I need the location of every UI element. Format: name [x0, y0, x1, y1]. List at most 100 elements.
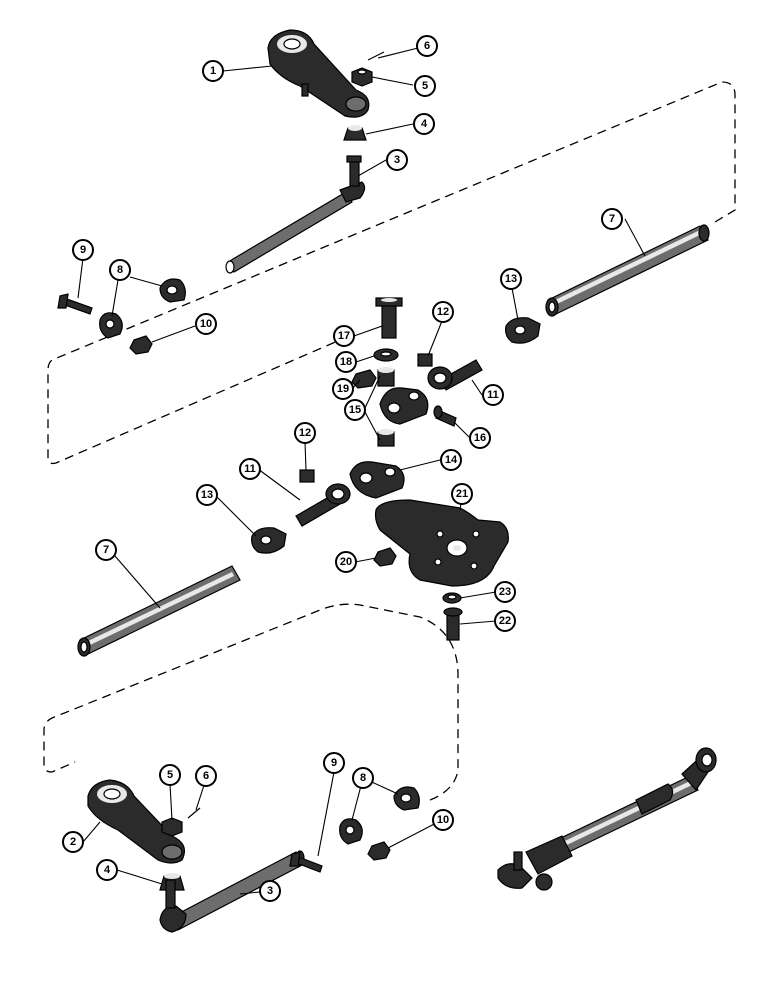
callout-4-lower: 4: [96, 859, 118, 881]
clevis-14-upper: [379, 387, 429, 425]
callout-label: 3: [394, 154, 400, 166]
callout-label: 18: [340, 356, 352, 368]
callout-label: 6: [424, 40, 430, 52]
callout-11-lower: 11: [239, 458, 261, 480]
lower-tie-rod: [159, 850, 305, 933]
spacer-12-lower: [299, 469, 315, 483]
upper-bolt-9: [57, 293, 93, 315]
callout-12-upper: 12: [432, 301, 454, 323]
callout-label: 9: [331, 757, 337, 769]
callout-label: 12: [437, 306, 449, 318]
callout-11-upper: 11: [482, 384, 504, 406]
callout-18: 18: [335, 351, 357, 373]
callout-8-lower: 8: [352, 767, 374, 789]
upper-cotter-pin: [367, 51, 385, 61]
lower-cotter-pin: [187, 807, 201, 819]
callout-label: 10: [200, 318, 212, 330]
nut-20: [373, 547, 397, 567]
spacer-12-upper: [417, 353, 433, 367]
callout-label: 20: [340, 556, 352, 568]
callout-label: 13: [505, 273, 517, 285]
callout-label: 6: [203, 770, 209, 782]
washer-23: [442, 592, 462, 604]
callout-13-upper: 13: [500, 268, 522, 290]
callout-label: 23: [499, 586, 511, 598]
callout-label: 22: [499, 615, 511, 627]
callout-label: 7: [103, 544, 109, 556]
callout-10-lower: 10: [432, 809, 454, 831]
callout-7-upper: 7: [601, 208, 623, 230]
callout-label: 7: [609, 213, 615, 225]
callout-1: 1: [202, 60, 224, 82]
lower-bolt-9: [289, 851, 323, 873]
callout-6-upper: 6: [416, 35, 438, 57]
rod-end-11-upper: [427, 359, 483, 391]
callout-20: 20: [335, 551, 357, 573]
bolt-17: [375, 297, 403, 339]
callout-3-upper: 3: [386, 149, 408, 171]
callout-16: 16: [469, 427, 491, 449]
callout-4-upper: 4: [413, 113, 435, 135]
callout-9-lower: 9: [323, 752, 345, 774]
callout-9-upper: 9: [72, 239, 94, 261]
callout-2: 2: [62, 831, 84, 853]
callout-5-upper: 5: [414, 75, 436, 97]
callout-label: 4: [104, 864, 111, 876]
callout-7-lower: 7: [95, 539, 117, 561]
callout-15: 15: [344, 399, 366, 421]
callout-label: 5: [167, 769, 173, 781]
bushing-15-upper: [377, 367, 395, 387]
pivot-pin-22: [443, 607, 463, 641]
callout-label: 2: [70, 836, 76, 848]
callout-22: 22: [494, 610, 516, 632]
steering-bracket-21: [374, 499, 509, 587]
callout-label: 10: [437, 814, 449, 826]
upper-clamp-half-a: [159, 278, 186, 303]
lower-long-tube: [77, 565, 241, 657]
callout-label: 8: [360, 772, 366, 784]
upper-assembly-dashed-outline: [47, 81, 736, 465]
callout-label: 9: [80, 244, 86, 256]
callout-3-lower: 3: [259, 880, 281, 902]
callout-10-upper: 10: [195, 313, 217, 335]
callout-label: 12: [299, 427, 311, 439]
assembled-tie-rod: [497, 747, 717, 891]
callout-label: 11: [244, 463, 256, 475]
lower-nut-10: [367, 841, 391, 861]
callout-label: 8: [117, 264, 123, 276]
rod-end-11-lower: [295, 483, 351, 527]
upper-castle-nut: [351, 67, 373, 87]
bushing-15-lower: [377, 429, 395, 447]
clevis-14-lower: [349, 461, 405, 499]
callout-21: 21: [451, 483, 473, 505]
callout-6-lower: 6: [195, 765, 217, 787]
callout-label: 15: [349, 404, 361, 416]
callout-23: 23: [494, 581, 516, 603]
pin-16: [433, 405, 457, 427]
upper-nut-10: [129, 335, 153, 355]
upper-tube-clamp: [505, 317, 541, 344]
callout-19: 19: [332, 378, 354, 400]
callout-5-lower: 5: [159, 764, 181, 786]
lower-tube-clamp: [251, 527, 287, 554]
lower-clamp-half-a: [393, 786, 420, 811]
callout-label: 21: [456, 488, 468, 500]
lower-assembly-dashed-outline: [43, 603, 459, 801]
callout-8-upper: 8: [109, 259, 131, 281]
upper-pitman-arm: [267, 29, 370, 118]
callout-label: 3: [267, 885, 273, 897]
callout-label: 17: [338, 330, 350, 342]
callout-label: 1: [210, 65, 216, 77]
washer-18: [373, 348, 399, 362]
upper-clamp-half-b: [99, 312, 123, 339]
callout-12-lower: 12: [294, 422, 316, 444]
upper-bushing: [343, 125, 367, 141]
callout-17: 17: [333, 325, 355, 347]
upper-tie-rod: [225, 155, 366, 274]
callout-label: 16: [474, 432, 486, 444]
callout-label: 11: [487, 389, 499, 401]
callout-label: 13: [201, 489, 213, 501]
nut-19: [351, 369, 377, 389]
callout-14: 14: [440, 449, 462, 471]
